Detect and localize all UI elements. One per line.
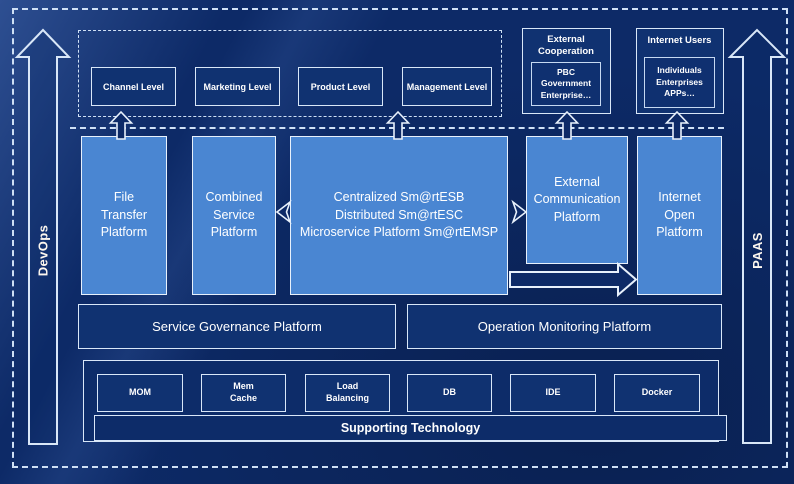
supporting-technology-bar: Supporting Technology (94, 415, 727, 441)
tech-box-ide: IDE (510, 374, 596, 412)
internet-users-members: Individuals Enterprises APPs… (644, 57, 715, 108)
tech-label: IDE (545, 387, 561, 398)
external-cooperation-members: PBC Government Enterprise… (531, 62, 601, 106)
paas-label: PAAS (749, 231, 765, 269)
levels-dashed-zone (78, 30, 502, 117)
external-cooperation-title: External Cooperation (538, 34, 594, 57)
internet-users-box: Internet Users Individuals Enterprises A… (636, 28, 724, 114)
devops-label: DevOps (35, 224, 51, 277)
external-cooperation-box: External Cooperation PBC Government Ente… (522, 28, 611, 114)
platform-external-communication: External Communication Platform (526, 136, 628, 264)
tech-label: Load Balancing (325, 381, 369, 403)
tech-box-load-balancing: Load Balancing (305, 374, 390, 412)
level-label: Product Level (310, 81, 371, 92)
tech-box-mem-cache: Mem Cache (201, 374, 286, 412)
level-box-marketing: Marketing Level (195, 67, 280, 106)
tech-box-db: DB (407, 374, 492, 412)
devops-rail-label-wrap: DevOps (29, 57, 57, 444)
tech-label: Mem Cache (229, 381, 257, 403)
dashed-separator-line (70, 127, 724, 129)
platform-combined-service: Combined Service Platform (192, 136, 276, 295)
tech-label: DB (443, 387, 456, 398)
internet-users-title: Internet Users (647, 35, 712, 47)
operation-monitoring-platform: Operation Monitoring Platform (407, 304, 722, 349)
level-box-product: Product Level (298, 67, 383, 106)
platform-file-transfer: File Transfer Platform (81, 136, 167, 295)
service-governance-platform: Service Governance Platform (78, 304, 396, 349)
paas-rail-label-wrap: PAAS (743, 57, 771, 443)
platform-internet-open: Internet Open Platform (637, 136, 722, 295)
platform-esb-esc-emsp: Centralized Sm@rtESB Distributed Sm@rtES… (290, 136, 508, 295)
tech-box-mom: MOM (97, 374, 183, 412)
tech-label: MOM (129, 387, 151, 398)
level-label: Marketing Level (203, 81, 272, 92)
level-label: Channel Level (102, 81, 165, 92)
level-box-management: Management Level (402, 67, 492, 106)
tech-label: Docker (641, 387, 673, 398)
level-box-channel: Channel Level (91, 67, 176, 106)
level-label: Management Level (406, 81, 488, 92)
tech-box-docker: Docker (614, 374, 700, 412)
outer-dashed-frame (12, 8, 788, 468)
